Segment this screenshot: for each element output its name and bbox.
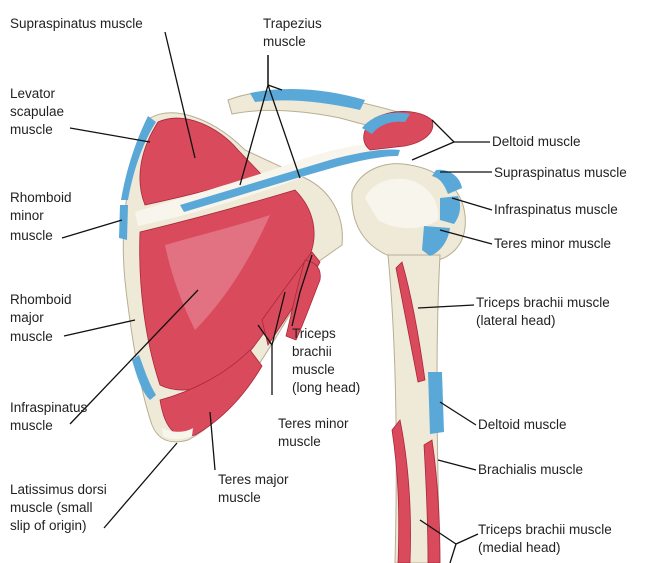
label-teres-minor-center-line1: Teres minor <box>278 416 349 431</box>
label-infraspinatus-left-line1: Infraspinatus <box>10 400 88 415</box>
label-levator-line1: Levator <box>10 86 56 101</box>
label-rhomboid-minor-line2: minor <box>10 208 44 223</box>
label-supraspinatus-left: Supraspinatus muscle <box>10 16 143 31</box>
label-latissimus-line2: muscle (small <box>10 500 93 515</box>
label-triceps-lateral-line2: (lateral head) <box>476 313 556 328</box>
label-levator-line3: muscle <box>10 122 53 137</box>
label-triceps-medial-line1: Triceps brachii muscle <box>478 522 612 537</box>
label-deltoid-bottom: Deltoid muscle <box>478 417 567 432</box>
rhomboid-minor-attachment <box>119 205 128 240</box>
label-triceps-long-line1: Triceps <box>292 326 336 341</box>
label-triceps-long-line3: muscle <box>292 362 335 377</box>
label-supraspinatus-right: Supraspinatus muscle <box>494 165 627 180</box>
label-infraspinatus-left-line2: muscle <box>10 418 53 433</box>
label-rhomboid-major-line1: Rhomboid <box>10 292 72 307</box>
label-triceps-medial-line2: (medial head) <box>478 540 561 555</box>
label-latissimus-line1: Latissimus dorsi <box>10 482 107 497</box>
label-rhomboid-major-line2: major <box>10 310 44 325</box>
label-triceps-lateral-line1: Triceps brachii muscle <box>476 295 610 310</box>
label-brachialis: Brachialis muscle <box>478 462 583 477</box>
label-deltoid-top: Deltoid muscle <box>492 134 581 149</box>
label-triceps-long-line2: brachii <box>292 344 332 359</box>
label-teres-major-line1: Teres major <box>218 472 289 487</box>
label-rhomboid-minor-line3: muscle <box>10 228 53 243</box>
label-teres-minor-center-line2: muscle <box>278 434 321 449</box>
label-triceps-long-line4: (long head) <box>292 380 360 395</box>
label-latissimus-line3: slip of origin) <box>10 518 87 533</box>
label-rhomboid-minor-line1: Rhomboid <box>10 190 72 205</box>
label-trapezius-line2: muscle <box>263 34 306 49</box>
label-levator-line2: scapulae <box>10 104 64 119</box>
label-infraspinatus-right: Infraspinatus muscle <box>494 202 618 217</box>
label-teres-minor-right: Teres minor muscle <box>494 236 611 251</box>
label-trapezius-line1: Trapezius <box>263 16 322 31</box>
humerus-region <box>352 164 465 563</box>
label-rhomboid-major-line3: muscle <box>10 329 53 344</box>
label-teres-major-line2: muscle <box>218 490 261 505</box>
